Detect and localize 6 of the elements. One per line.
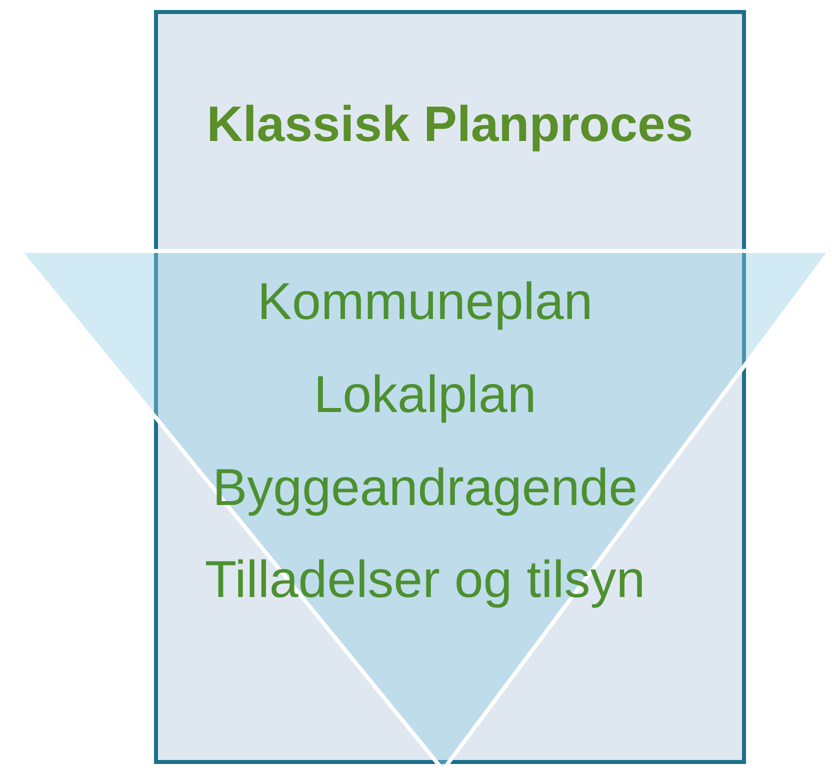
stage-label: Kommuneplan xyxy=(256,272,594,332)
stage-label: Lokalplan xyxy=(312,365,538,425)
panel-title: Klassisk Planproces xyxy=(206,95,694,154)
stage-label: Byggeandragende xyxy=(211,458,639,518)
stage-label: Tilladelser og tilsyn xyxy=(204,550,646,610)
panel-box xyxy=(154,10,746,764)
